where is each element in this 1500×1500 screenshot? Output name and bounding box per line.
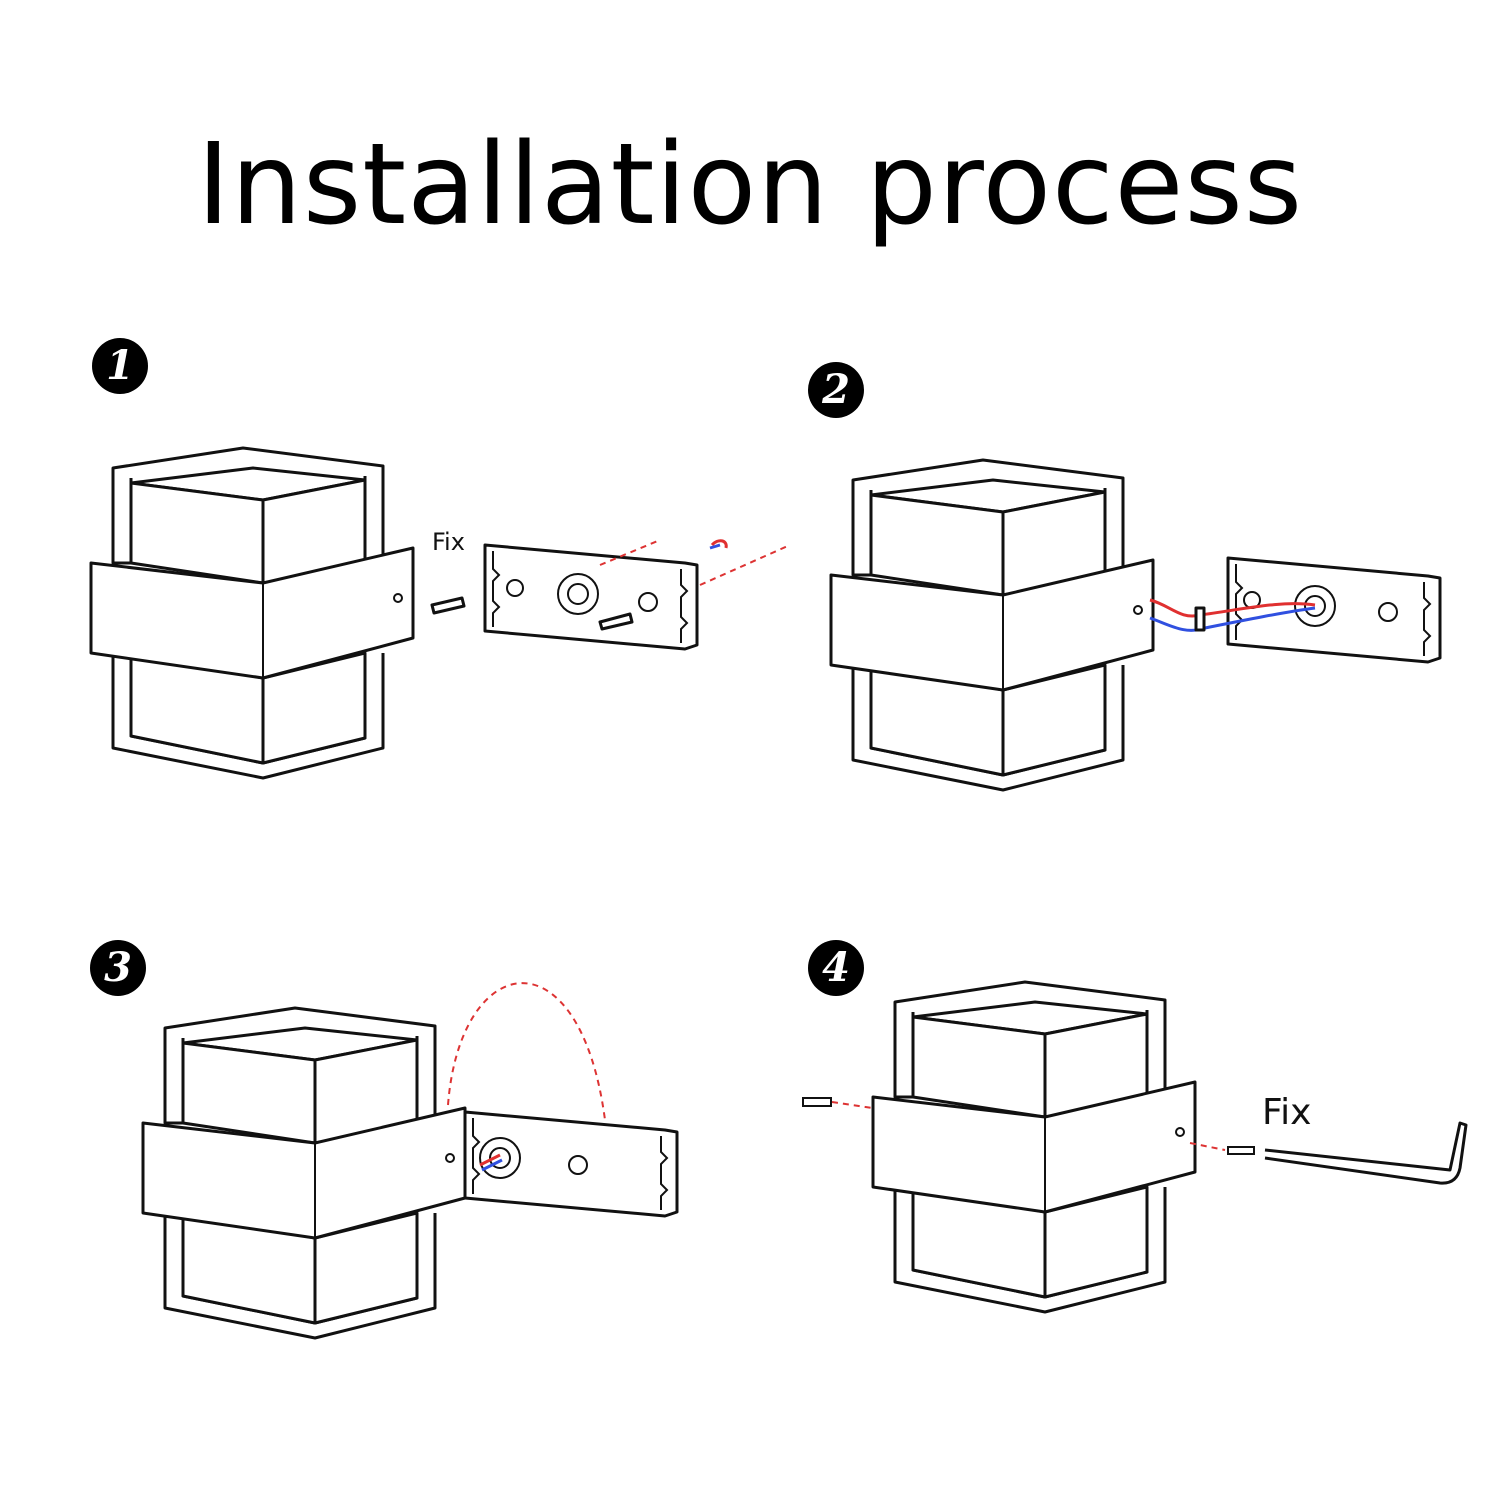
screw-icon: [430, 596, 466, 615]
step-4-illustration: [802, 980, 1468, 1314]
step-2-badge: 2: [808, 362, 864, 418]
screw-hole-icon: [506, 579, 524, 597]
step-4-badge: 4: [808, 940, 864, 996]
screw-icon: [1227, 1146, 1255, 1155]
fold-arc: [447, 982, 606, 1121]
live-wire: [1149, 598, 1316, 618]
wire-connector-icon: [1194, 606, 1206, 632]
screw-icon: [598, 612, 634, 631]
neutral-wire: [1149, 606, 1316, 632]
cable-hole-icon: [557, 573, 599, 615]
step-4-fix-label: Fix: [1262, 1092, 1312, 1133]
step-1-fix-label: Fix: [432, 528, 465, 556]
step-1-badge: 1: [92, 338, 148, 394]
hex-key-icon: [1264, 1121, 1468, 1185]
anchor-icon: [710, 539, 728, 549]
step-2-illustration: [829, 458, 1442, 792]
page-title: Installation process: [196, 120, 1304, 250]
step-3-badge: 3: [90, 940, 146, 996]
step-1-illustration: [89, 446, 791, 780]
step-3-illustration: [141, 982, 679, 1340]
screw-icon: [802, 1097, 832, 1107]
screw-hole-icon: [638, 592, 658, 612]
